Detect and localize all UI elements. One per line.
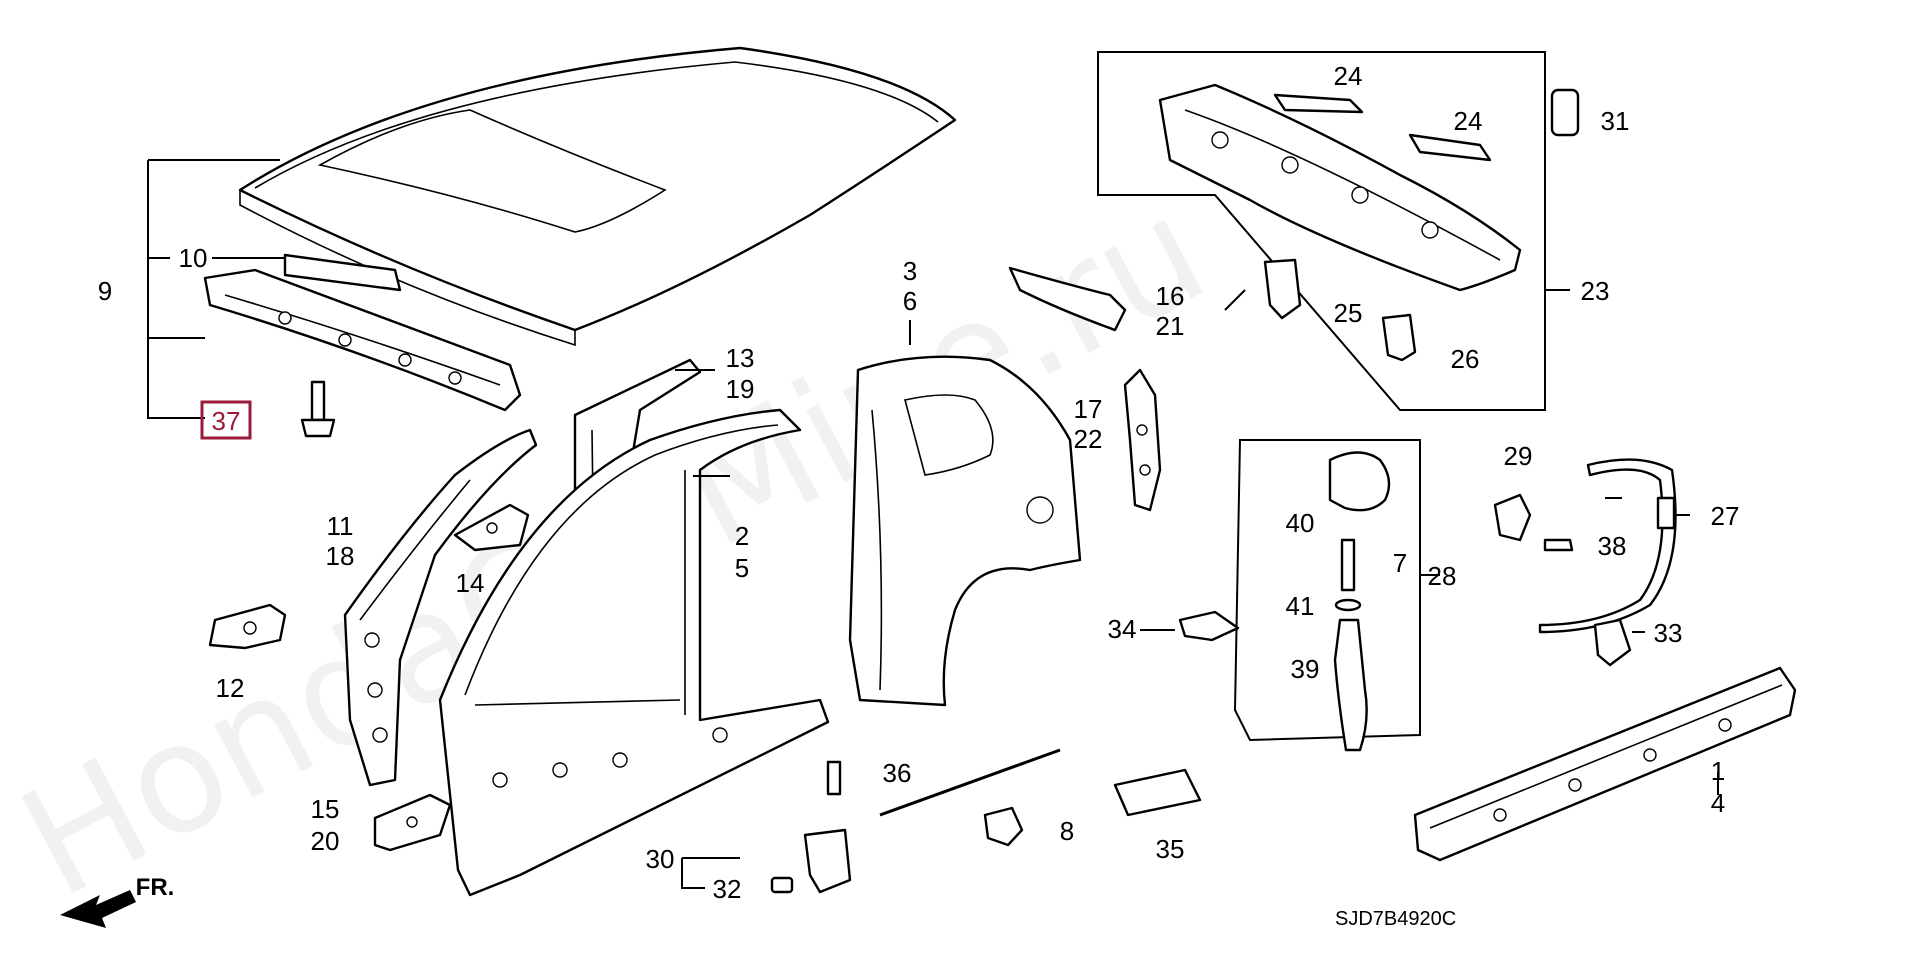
front-indicator-label: FR. — [136, 874, 175, 901]
bolt-38[interactable] — [1543, 538, 1574, 552]
roof-rail-10[interactable] — [283, 253, 402, 292]
callout-5[interactable]: 5 — [735, 553, 749, 583]
callout-24a[interactable]: 24 — [1334, 61, 1363, 91]
callout-36[interactable]: 36 — [883, 758, 912, 788]
callout-35[interactable]: 35 — [1156, 834, 1185, 864]
callout-1[interactable]: 1 — [1711, 756, 1725, 786]
callout-3[interactable]: 3 — [903, 256, 917, 286]
rear-panel-group — [1097, 51, 1546, 411]
hinge-29[interactable] — [1493, 493, 1532, 542]
callout-38[interactable]: 38 — [1598, 531, 1627, 561]
bracket-15-20[interactable] — [373, 793, 452, 852]
callout-25[interactable]: 25 — [1334, 298, 1363, 328]
callout-28[interactable]: 28 — [1428, 561, 1457, 591]
callout-27[interactable]: 27 — [1711, 501, 1740, 531]
callout-9[interactable]: 9 — [98, 276, 112, 306]
callout-33[interactable]: 33 — [1654, 618, 1683, 648]
highlight-box-37 — [200, 400, 252, 440]
callout-15[interactable]: 15 — [311, 794, 340, 824]
seal-41[interactable] — [1334, 598, 1362, 612]
bracket-34[interactable] — [1178, 610, 1240, 642]
callout-19[interactable]: 19 — [726, 374, 755, 404]
bracket-24b[interactable] — [1408, 133, 1492, 162]
bracket-16-21[interactable] — [1008, 266, 1127, 332]
side-panel-outer[interactable] — [438, 408, 830, 897]
callout-14[interactable]: 14 — [456, 568, 485, 598]
callout-18[interactable]: 18 — [326, 541, 355, 571]
callout-13[interactable]: 13 — [726, 343, 755, 373]
callout-11[interactable]: 11 — [327, 511, 354, 541]
bolt-37[interactable] — [300, 380, 336, 438]
pad-35[interactable] — [1113, 768, 1202, 817]
callout-17[interactable]: 17 — [1074, 394, 1103, 424]
bracket-12[interactable] — [208, 603, 287, 650]
fuel-filler-group — [1233, 439, 1421, 742]
diagram-code: SJD7B4920C — [1335, 908, 1456, 930]
front-arrow-icon: FR. — [60, 874, 174, 928]
callout-34[interactable]: 34 — [1108, 614, 1137, 644]
callout-24b[interactable]: 24 — [1454, 106, 1483, 136]
a-pillar-inner[interactable] — [343, 428, 538, 787]
foam-39[interactable] — [1333, 618, 1368, 752]
clip-32[interactable] — [770, 876, 794, 894]
callout-37[interactable]: 37 — [212, 406, 241, 436]
callout-2[interactable]: 2 — [735, 521, 749, 551]
callout-7[interactable]: 7 — [1393, 548, 1407, 578]
callout-20[interactable]: 20 — [311, 826, 340, 856]
bracket-30[interactable] — [803, 828, 852, 894]
bracket-25[interactable] — [1263, 258, 1302, 320]
leader-lines — [147, 159, 1719, 889]
fuel-lid-cable-27[interactable] — [1538, 458, 1677, 634]
callout-32[interactable]: 32 — [713, 874, 742, 904]
clip-33[interactable] — [1593, 618, 1632, 667]
brace-17-22[interactable] — [1123, 368, 1162, 512]
callout-16[interactable]: 16 — [1156, 281, 1185, 311]
bracket-14[interactable] — [453, 503, 530, 552]
callout-6[interactable]: 6 — [903, 286, 917, 316]
roof-front-crossmember[interactable] — [203, 268, 522, 412]
side-sill[interactable] — [1413, 666, 1797, 862]
callout-29[interactable]: 29 — [1504, 441, 1533, 471]
callout-8[interactable]: 8 — [1060, 816, 1074, 846]
callout-labels: 1 4 2 5 3 6 7 8 9 10 11 18 12 13 19 14 1… — [98, 61, 1740, 904]
rear-panel[interactable] — [1158, 83, 1522, 292]
callout-23[interactable]: 23 — [1581, 276, 1610, 306]
callout-4[interactable]: 4 — [1711, 788, 1725, 818]
grommet-8[interactable] — [983, 806, 1024, 847]
callout-21[interactable]: 21 — [1156, 311, 1185, 341]
callout-41[interactable]: 41 — [1286, 591, 1315, 621]
bolt-7[interactable] — [1340, 538, 1356, 592]
callout-12[interactable]: 12 — [216, 673, 245, 703]
bracket-24a[interactable] — [1273, 93, 1364, 114]
callout-30[interactable]: 30 — [646, 844, 675, 874]
callout-39[interactable]: 39 — [1291, 654, 1320, 684]
callout-31[interactable]: 31 — [1601, 106, 1630, 136]
roof-panel[interactable] — [238, 46, 957, 347]
bolt-36[interactable] — [826, 760, 842, 796]
fuel-door-40[interactable] — [1328, 451, 1391, 512]
rear-quarter-panel[interactable] — [848, 355, 1082, 707]
callout-40[interactable]: 40 — [1286, 508, 1315, 538]
callout-10[interactable]: 10 — [179, 243, 208, 273]
callout-26[interactable]: 26 — [1451, 344, 1480, 374]
callout-22[interactable]: 22 — [1074, 424, 1103, 454]
bracket-26[interactable] — [1381, 313, 1417, 362]
grommet-31[interactable] — [1550, 88, 1580, 137]
